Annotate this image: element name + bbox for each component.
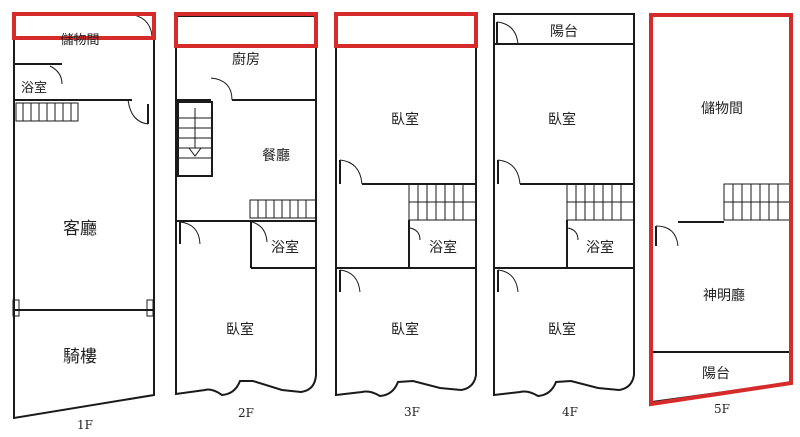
floor-1f-bath-door [49,65,63,85]
floor-1f-post [12,299,20,317]
floor-5f-room-shrine: 神明廳 [703,287,745,304]
floor-1f-room-living: 客廳 [63,219,97,239]
floor-2f-room-dining: 餐廳 [262,147,290,164]
floor-4f-stairs [566,183,635,221]
floor-3f: 臥室 浴室 臥室 3F [334,12,478,419]
floor-1f-room-bath: 浴室 [21,80,47,96]
floor-2f-outline [175,15,317,397]
floor-2f-stairs [177,101,213,177]
floor-3f-room-bedroom-bottom: 臥室 [391,321,419,338]
floor-5f-label: 5F [714,402,730,416]
floor-2f-room-bath: 浴室 [271,239,299,256]
floor-4f-outline [493,13,635,398]
floor-1f-room-storage: 儲物間 [60,33,99,48]
floor-1f-post [146,299,154,317]
floor-5f-stairs [723,183,791,221]
floor-1f-room-arcade: 騎樓 [63,347,97,367]
floor-4f-label: 4F [562,405,578,419]
floor-3f-room-bath: 浴室 [429,239,457,256]
floor-1f: 儲物間 浴室 客廳 騎樓 1F [12,12,156,432]
floor-3f-door-arc [339,159,363,185]
floor-2f-room-kitchen: 廚房 [232,51,260,68]
floor-4f-door-arc [497,269,519,293]
floor-1f-highlight [12,12,156,40]
floor-4f-room-balcony: 陽台 [550,24,578,40]
floor-5f-room-balcony: 陽台 [702,366,730,382]
floor-3f-bath-door [409,227,421,241]
floor-2f-label: 2F [238,406,254,420]
floor-2f-door-arc [210,77,233,101]
floor-2f-door-arc [179,221,201,245]
floor-3f-door-arc [339,269,361,293]
floor-3f-outline [335,13,477,398]
floor-4f-room-bedroom-bottom: 臥室 [548,321,576,338]
floor-2f-bath-door [251,221,268,243]
floor-2f-stairs-landing [249,199,317,219]
floor-2f: 廚房 餐廳 浴室 臥室 2F [174,12,318,420]
floor-1f-stairs [15,102,79,122]
floor-4f-room-bath: 浴室 [586,239,614,256]
floor-1f-label: 1F [77,418,93,432]
floor-4f: 陽台 臥室 浴室 臥室 4F [493,13,635,419]
floor-5f-room-storage: 儲物間 [701,101,743,117]
floor-5f-door-arc [655,225,679,247]
floor-3f-highlight [334,12,478,48]
floor-1f-door-arc [127,99,149,125]
floor-2f-room-bedroom: 臥室 [226,321,254,338]
floor-4f-door-arc [497,159,521,185]
floor-4f-bath-door [567,227,579,241]
floor-3f-label: 3F [404,405,420,419]
floor-5f: 儲物間 神明廳 陽台 5F [649,13,793,416]
floor-4f-balcony-door [496,21,519,45]
floor-3f-room-bedroom-top: 臥室 [391,111,419,128]
floor-2f-highlight [174,12,318,48]
floor-1f-storage-door [127,13,153,37]
floor-4f-room-bedroom-top: 臥室 [548,111,576,128]
floor-3f-stairs [408,183,477,221]
floor-5f-highlight [649,13,793,407]
